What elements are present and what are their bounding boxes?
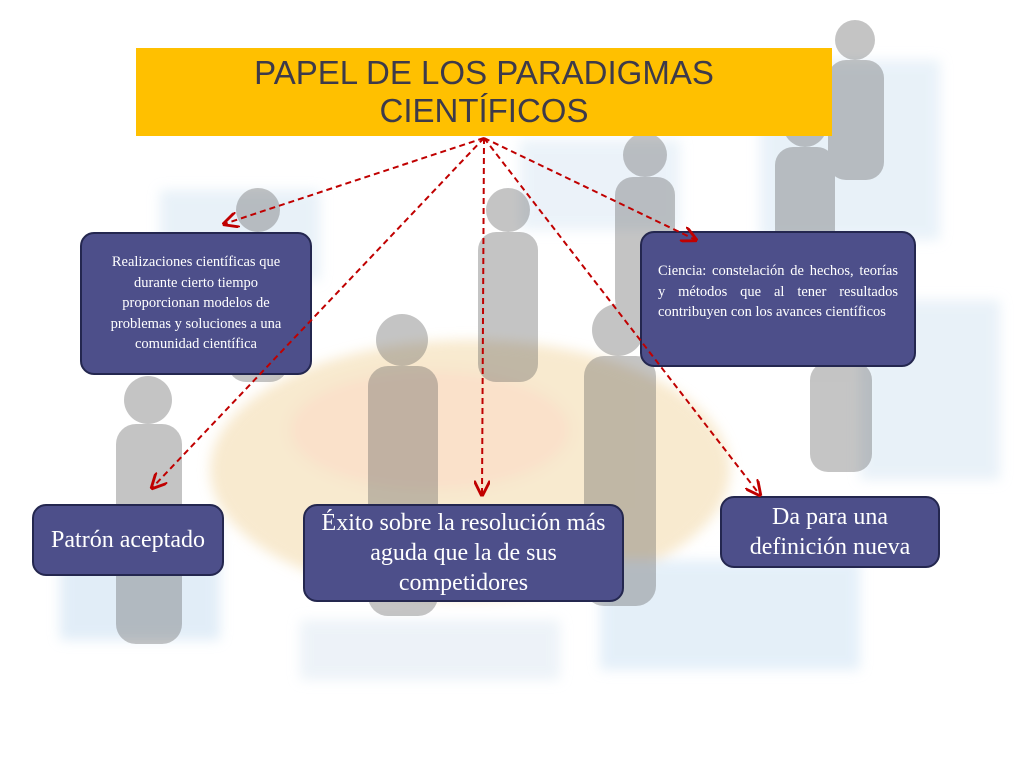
node-exito-text: Éxito sobre la resolución más aguda que … — [321, 510, 606, 596]
node-ciencia: Ciencia: constelación de hechos, teorías… — [640, 231, 916, 367]
node-realizaciones: Realizaciones científicas que durante ci… — [80, 232, 312, 375]
node-exito: Éxito sobre la resolución más aguda que … — [303, 504, 624, 602]
node-definicion: Da para una definición nueva — [720, 496, 940, 568]
diagram-title-box: PAPEL DE LOS PARADIGMAS CIENTÍFICOS — [136, 48, 832, 136]
node-definicion-text: Da para una definición nueva — [749, 504, 911, 560]
diagram-title: PAPEL DE LOS PARADIGMAS CIENTÍFICOS — [254, 54, 714, 129]
node-patron-text: Patrón aceptado — [51, 527, 205, 553]
node-patron: Patrón aceptado — [32, 504, 224, 576]
node-ciencia-text: Ciencia: constelación de hechos, teorías… — [658, 263, 898, 320]
node-realizaciones-text: Realizaciones científicas que durante ci… — [110, 254, 282, 353]
